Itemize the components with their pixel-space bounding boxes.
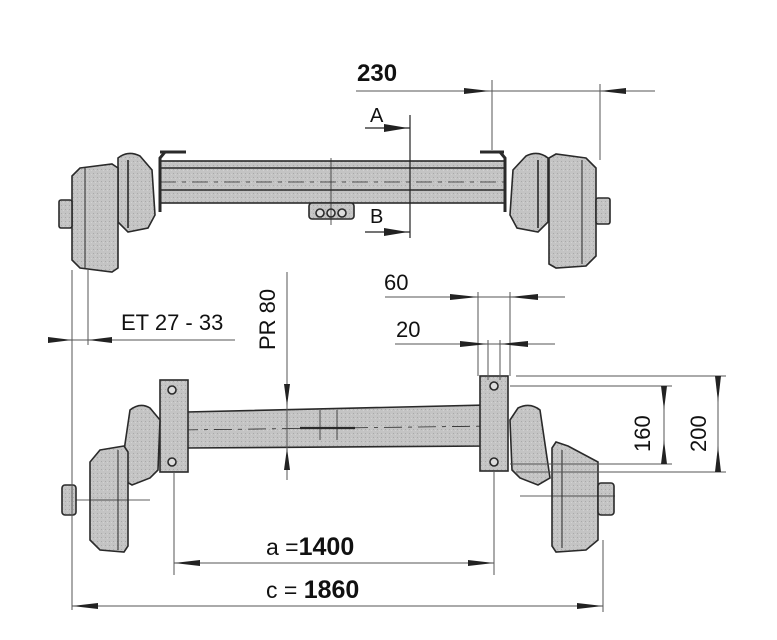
mount-plate-right [479, 375, 509, 472]
dim-a-label: a =1400 [266, 535, 354, 560]
brake-drum-right-bottom [551, 441, 599, 553]
top-view [58, 80, 655, 273]
dim-160-label: 160 [630, 415, 655, 452]
brake-hub-right-top [509, 152, 549, 233]
trailing-arm-left [119, 404, 161, 486]
dim-230-line [356, 80, 655, 160]
brake-drum-left-top [71, 163, 119, 273]
trailing-arm-right [509, 404, 551, 486]
dim-20-label: 20 [396, 317, 421, 342]
mount-plate-left [159, 379, 189, 473]
dim-c-prefix: c = [266, 577, 298, 603]
bottom-view [61, 375, 615, 553]
section-mark-b: B [370, 206, 384, 228]
dim-230-label: 230 [357, 60, 398, 87]
section-line [365, 115, 411, 238]
dim-c-label: c = 1860 [266, 578, 359, 603]
dim-60-label: 60 [384, 270, 409, 295]
et-label: ET 27 - 33 [121, 310, 224, 335]
brake-drum-right-top [548, 153, 597, 269]
dim-a-value: 1400 [298, 533, 355, 561]
brake-hub-left-top [117, 152, 156, 233]
dim-200-label: 200 [686, 415, 711, 452]
dim-c-value: 1860 [303, 576, 360, 604]
dim-a-prefix: a = [266, 534, 299, 560]
section-mark-a: A [370, 105, 384, 127]
brake-drum-left-bottom [89, 445, 129, 553]
dimension-lines [48, 270, 726, 612]
pr-label: PR 80 [255, 288, 280, 350]
